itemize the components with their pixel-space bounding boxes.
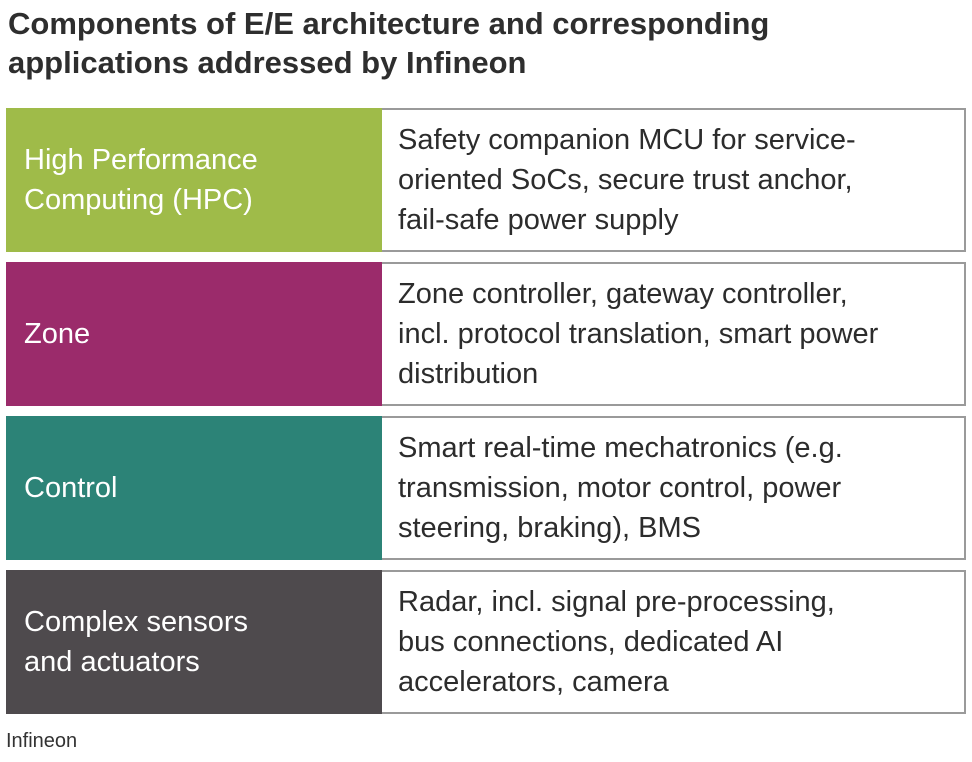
description-zone: Zone controller, gateway controller, inc… [382, 262, 966, 406]
category-zone: Zone [6, 262, 382, 406]
source-credit: Infineon [6, 730, 78, 752]
row-hpc: High Performance Computing (HPC) Safety … [6, 108, 966, 252]
description-sensors-actuators: Radar, incl. signal pre-processing, bus … [382, 570, 966, 714]
page-title: Components of E/E architecture and corre… [8, 6, 770, 80]
description-hpc: Safety companion MCU for service- orient… [382, 108, 966, 252]
architecture-table: High Performance Computing (HPC) Safety … [6, 108, 966, 714]
category-hpc: High Performance Computing (HPC) [6, 108, 382, 252]
row-control: Control Smart real-time mechatronics (e.… [6, 416, 966, 560]
category-control: Control [6, 416, 382, 560]
category-sensors-actuators: Complex sensors and actuators [6, 570, 382, 714]
row-sensors-actuators: Complex sensors and actuators Radar, inc… [6, 570, 966, 714]
description-control: Smart real-time mechatronics (e.g. trans… [382, 416, 966, 560]
row-zone: Zone Zone controller, gateway controller… [6, 262, 966, 406]
